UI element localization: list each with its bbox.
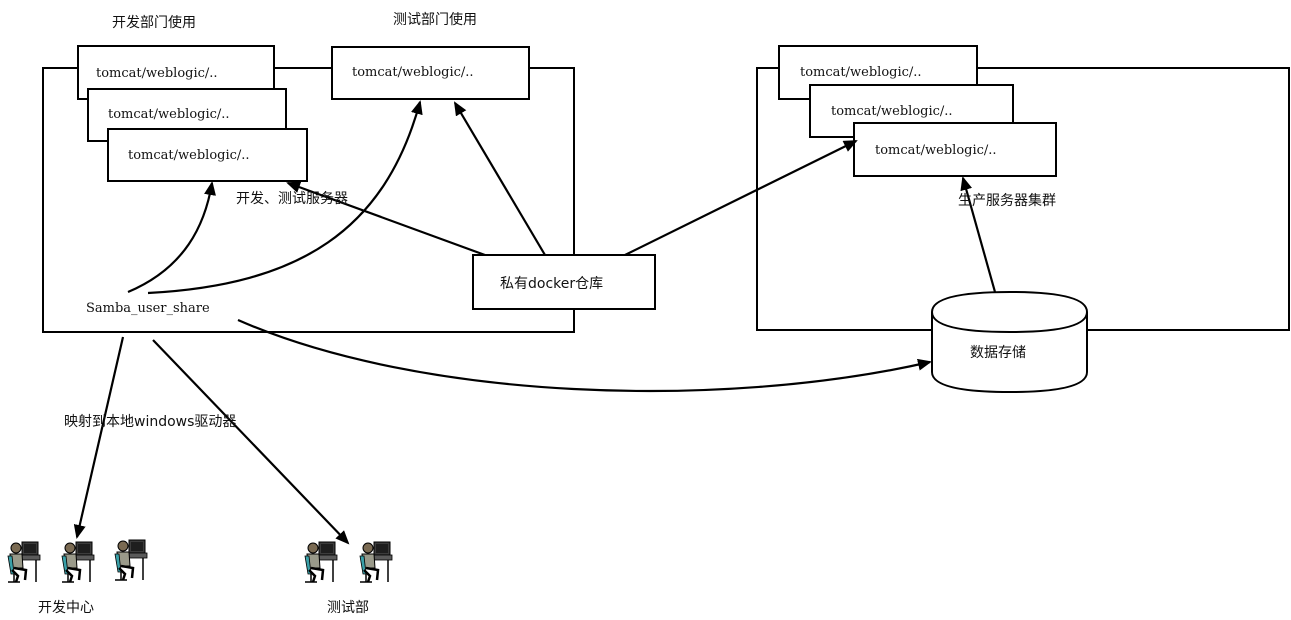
map-drive-label: 映射到本地windows驱动器 bbox=[64, 414, 236, 430]
arrow-registry-to-prod bbox=[624, 140, 858, 256]
arrow-registry-to-dev bbox=[286, 181, 486, 257]
prod-cluster-label: 生产服务器集群 bbox=[958, 192, 1056, 209]
data-storage-cylinder: 数据存储 bbox=[931, 290, 1088, 394]
dev-container-3-label: tomcat/weblogic/.. bbox=[128, 148, 250, 163]
prod-container-3-label: tomcat/weblogic/.. bbox=[875, 143, 997, 158]
prod-container-3: tomcat/weblogic/.. bbox=[853, 122, 1057, 177]
dev-center-users bbox=[6, 538, 149, 584]
dev-container-2-label: tomcat/weblogic/.. bbox=[108, 107, 230, 122]
arrow-samba-to-test bbox=[147, 100, 423, 295]
prod-container-1-label: tomcat/weblogic/.. bbox=[800, 65, 922, 80]
private-registry-label: 私有docker仓库 bbox=[500, 276, 603, 292]
arrow-samba-to-dev bbox=[127, 181, 216, 294]
test-container-1: tomcat/weblogic/.. bbox=[331, 46, 530, 100]
arrow-registry-to-test bbox=[453, 101, 546, 256]
computer-user-icon bbox=[358, 540, 394, 584]
dev-container-1-label: tomcat/weblogic/.. bbox=[96, 66, 218, 81]
computer-user-icon bbox=[113, 538, 149, 582]
samba-share-label: Samba_user_share bbox=[86, 301, 210, 316]
dev-test-servers-label: 开发、测试服务器 bbox=[236, 191, 348, 207]
test-container-1-label: tomcat/weblogic/.. bbox=[352, 65, 474, 80]
private-registry: 私有docker仓库 bbox=[472, 254, 656, 310]
arrow-samba-to-storage bbox=[237, 318, 932, 393]
test-dept-label: 测试部 bbox=[327, 600, 369, 616]
computer-user-icon bbox=[303, 540, 339, 584]
arrow-to-dev-center bbox=[73, 336, 125, 539]
dev-container-3: tomcat/weblogic/.. bbox=[107, 128, 308, 182]
test-dept-use-label: 测试部门使用 bbox=[393, 11, 477, 28]
dev-center-label: 开发中心 bbox=[38, 600, 94, 616]
computer-user-icon bbox=[6, 540, 42, 584]
arrow-to-test-dept bbox=[152, 339, 350, 545]
arrow-storage-to-prod bbox=[960, 176, 997, 293]
prod-container-2-label: tomcat/weblogic/.. bbox=[831, 104, 953, 119]
data-storage-label: 数据存储 bbox=[970, 345, 1026, 361]
dev-dept-use-label: 开发部门使用 bbox=[112, 14, 196, 31]
test-dept-users bbox=[303, 540, 394, 584]
computer-user-icon bbox=[60, 540, 96, 584]
